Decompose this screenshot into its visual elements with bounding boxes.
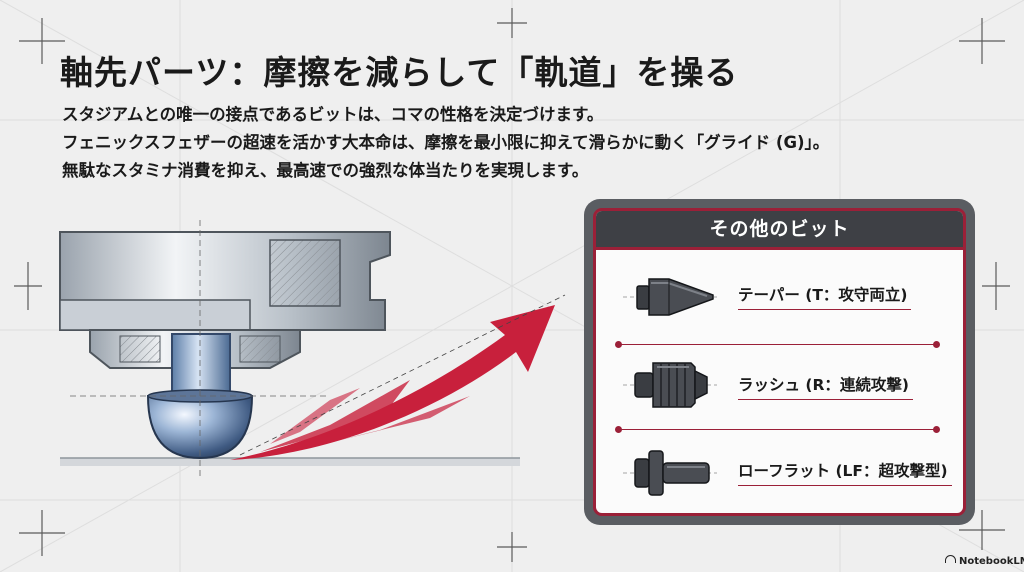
low-flat-bit-icon (623, 450, 717, 496)
rush-bit-icon (623, 362, 717, 408)
bit-label-taper: テーパー (T：攻守両立) (738, 283, 912, 310)
description-line-1: スタジアムとの唯一の接点であるビットは、コマの性格を決定づけます。 (62, 105, 604, 124)
page-title: 軸先パーツ：摩擦を減らして「軌道」を操る (60, 53, 739, 92)
crosshair-icon (959, 18, 1005, 64)
taper-bit-icon (623, 278, 717, 316)
row-divider (615, 425, 940, 433)
bit-row-low-flat: ローフラット (LF：超攻撃型) (596, 439, 963, 503)
panel-header: その他のビット (596, 211, 963, 250)
crosshair-icon (959, 510, 1005, 550)
notebooklm-logo-icon (945, 555, 956, 563)
crosshair-icon (19, 510, 65, 556)
crosshair-icon (982, 262, 1010, 310)
description: スタジアムとの唯一の接点であるビットは、コマの性格を決定づけます。 フェニックス… (62, 101, 962, 185)
bit-row-taper: テーパー (T：攻守両立) (596, 263, 963, 327)
notebooklm-logo: NotebookLM (945, 555, 1024, 567)
crosshair-icon (19, 18, 65, 64)
description-line-3: 無駄なスタミナ消費を抑え、最高速での強烈な体当たりを実現します。 (62, 161, 589, 180)
logo-text: NotebookLM (959, 556, 1024, 567)
bit-label-rush: ラッシュ (R：連続攻撃) (738, 373, 914, 400)
bit-row-rush: ラッシュ (R：連続攻撃) (596, 353, 963, 417)
other-bits-panel: その他のビット テーパー (T：攻守両立) ラッシュ (R：連続攻撃) (584, 199, 975, 525)
row-divider (615, 340, 940, 348)
crosshair-icon (14, 262, 42, 310)
glide-bit-illustration (59, 220, 566, 480)
other-bits-panel-inner: その他のビット テーパー (T：攻守両立) ラッシュ (R：連続攻撃) (593, 208, 966, 516)
bit-label-low-flat: ローフラット (LF：超攻撃型) (738, 459, 952, 486)
crosshair-icon (497, 532, 527, 562)
crosshair-icon (497, 8, 527, 38)
motion-arrow (230, 305, 555, 460)
description-line-2: フェニックスフェザーの超速を活かす大本命は、摩擦を最小限に抑えて滑らかに動く「グ… (62, 133, 830, 152)
